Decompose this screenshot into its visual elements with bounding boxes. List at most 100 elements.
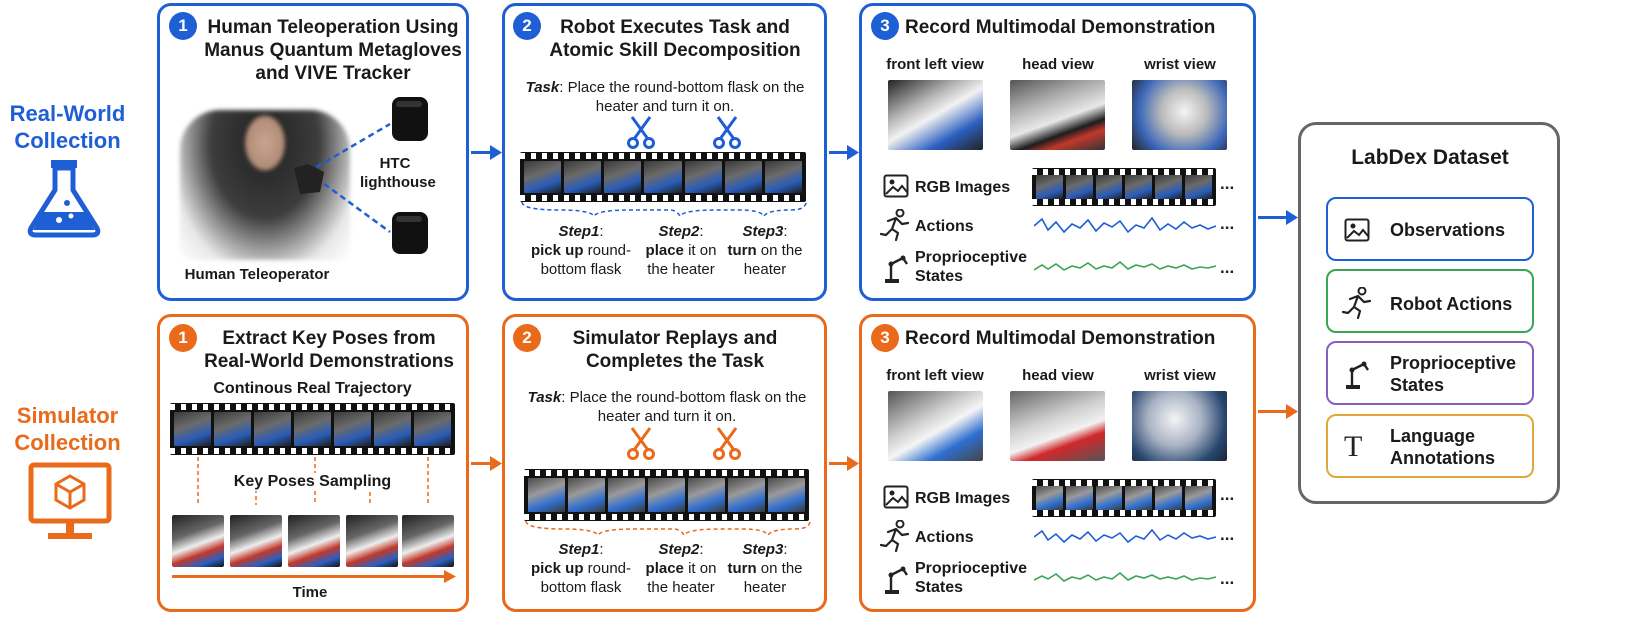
dataset-item-observations: Observations: [1326, 197, 1534, 261]
states-signal: [1034, 260, 1216, 271]
dataset-item-proprioceptive-states: Proprioceptive States: [1326, 341, 1534, 405]
view-label: head view: [1022, 56, 1094, 73]
ellipsis: ...: [1220, 525, 1235, 544]
ellipsis: ...: [1220, 258, 1235, 277]
panel-title: Robot Executes Task and Atomic Skill Dec…: [549, 17, 801, 61]
step-brace: [521, 201, 807, 218]
lighthouse-icon: [392, 212, 428, 254]
panel-title: Extract Key Poses from Real-World Demons…: [204, 328, 454, 372]
step-brace: [525, 520, 811, 537]
robot-arm-icon: [885, 255, 908, 283]
proprioceptive-states-label: Proprioceptive States: [915, 249, 1028, 285]
ellipsis: ...: [1220, 214, 1235, 233]
lighthouse-icon: [392, 97, 428, 141]
wrist-view-image: [1132, 391, 1227, 461]
actions-signal: [1034, 216, 1216, 234]
flow-arrow: [829, 151, 849, 154]
task-description: Task: Place the round-bottom flask on th…: [520, 78, 810, 116]
human-teleoperator-label: Human Teleoperator: [184, 266, 330, 283]
sampling-lines: [197, 457, 429, 505]
real-video-filmstrip: [520, 152, 806, 202]
dataset-item-label: Observations: [1390, 220, 1506, 240]
front-left-view-image: [888, 80, 983, 150]
head-view-image: [1010, 391, 1105, 461]
scissors-icon: [713, 116, 741, 149]
proprioceptive-states-label: Proprioceptive States: [915, 560, 1028, 596]
flow-arrow: [1258, 410, 1288, 413]
sim-video-filmstrip: [524, 469, 809, 521]
arrowhead-icon: [1286, 404, 1298, 419]
task-label: Task: [525, 79, 560, 96]
arrowhead-icon: [1286, 210, 1298, 225]
running-person-icon: [880, 209, 910, 241]
step-number-badge: 1: [169, 324, 197, 352]
actions-signal: [1034, 528, 1216, 544]
task-text: : Place the round-bottom flask on the he…: [561, 389, 807, 425]
step-number-badge: 3: [871, 12, 899, 40]
rgb-images-label: RGB Images: [915, 490, 1011, 507]
image-icon: [883, 174, 909, 198]
view-label: front left view: [886, 56, 984, 73]
step-2-description: Step2:place it on the heater: [645, 223, 717, 278]
time-label: Time: [292, 584, 328, 601]
key-poses-sampling-label: Key Poses Sampling: [215, 473, 410, 491]
panel-title: Simulator Replays and Completes the Task: [572, 328, 778, 372]
panel-title: Record Multimodal Demonstration: [905, 328, 1216, 349]
key-pose-frame: [402, 515, 454, 567]
dataset-item-language-annotations: T Language Annotations: [1326, 414, 1534, 478]
actions-label: Actions: [915, 218, 974, 235]
ellipsis: ...: [1220, 174, 1235, 193]
front-left-view-image: [888, 391, 983, 461]
rgb-images-label: RGB Images: [915, 179, 1011, 196]
robot-arm-icon: [885, 566, 908, 594]
key-pose-frame: [346, 515, 398, 567]
step-3-description: Step3:turn on the heater: [727, 541, 803, 596]
rgb-filmstrip: [1032, 168, 1216, 206]
view-label: head view: [1022, 367, 1094, 384]
scissors-icon: [627, 116, 655, 149]
tracking-lines: [294, 122, 391, 234]
ellipsis: ...: [1220, 485, 1235, 504]
robot-arm-icon: [1346, 361, 1369, 389]
flow-arrow: [471, 151, 493, 154]
panel-title: Human Teleoperation Using Manus Quantum …: [204, 17, 462, 84]
text-t-icon: T: [1344, 430, 1363, 463]
scissors-icon: [627, 427, 655, 460]
dataset-item-robot-actions: Robot Actions: [1326, 269, 1534, 333]
step-3-description: Step3:turn on the heater: [727, 223, 803, 278]
time-axis: [172, 575, 447, 578]
step-1-description: Step1:pick up round-bottom flask: [530, 223, 632, 278]
step-2-description: Step2:place it on the heater: [645, 541, 717, 596]
flow-arrow: [829, 462, 849, 465]
task-label: Task: [527, 389, 562, 406]
task-description: Task: Place the round-bottom flask on th…: [522, 388, 812, 426]
continuous-trajectory-label: Continous Real Trajectory: [213, 380, 412, 397]
step-1-description: Step1:pick up round-bottom flask: [530, 541, 632, 596]
simulator-collection-title: Simulator Collection: [14, 403, 121, 455]
step-number-badge: 1: [169, 12, 197, 40]
key-pose-frame: [230, 515, 282, 567]
arrowhead-icon: [847, 145, 859, 160]
flow-arrow: [1258, 216, 1288, 219]
view-label: wrist view: [1144, 56, 1216, 73]
arrowhead-icon: [490, 456, 502, 471]
arrowhead-icon: [490, 145, 502, 160]
panel-title: Record Multimodal Demonstration: [905, 17, 1216, 38]
actions-label: Actions: [915, 529, 974, 546]
scissors-icon: [713, 427, 741, 460]
running-person-icon: [880, 520, 910, 552]
running-person-icon: [1342, 287, 1372, 319]
arrowhead-icon: [847, 456, 859, 471]
view-label: wrist view: [1144, 367, 1216, 384]
flow-arrow: [471, 462, 493, 465]
ellipsis: ...: [1220, 569, 1235, 588]
dataset-item-label: Robot Actions: [1390, 294, 1513, 314]
key-pose-frame: [288, 515, 340, 567]
task-text: : Place the round-bottom flask on the he…: [559, 79, 805, 115]
human-operator-image: [180, 110, 350, 260]
rgb-filmstrip: [1032, 479, 1216, 517]
sim-record-panel: [859, 314, 1256, 612]
step-number-badge: 2: [513, 12, 541, 40]
head-view-image: [1010, 80, 1105, 150]
dataset-item-label: Language Annotations: [1390, 426, 1495, 468]
